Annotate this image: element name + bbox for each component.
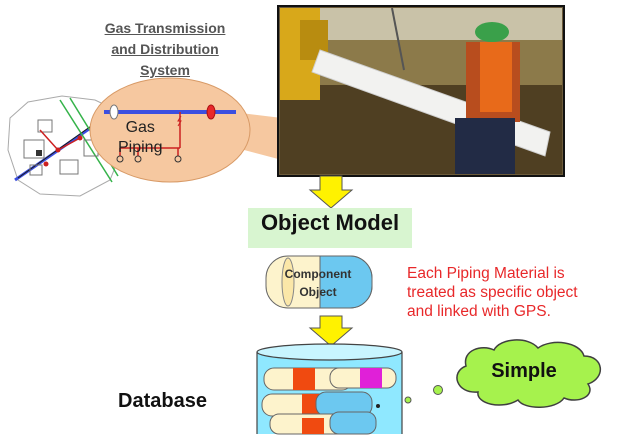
- component-object-line1: Component: [284, 267, 352, 281]
- system-title-line3: System: [140, 62, 190, 78]
- gas-piping-drawing: [104, 104, 236, 163]
- database-cylinder: [256, 343, 403, 435]
- object-model-label: Object Model: [260, 210, 400, 235]
- gas-piping-label-line1: Gas: [125, 119, 155, 136]
- piping-description: Each Piping Material is treated as speci…: [407, 264, 637, 321]
- simple-cloud: [456, 339, 601, 408]
- database-label: Database: [118, 390, 207, 412]
- thought-dot-medium: [433, 385, 443, 395]
- piping-description-line3: and linked with GPS.: [407, 303, 551, 320]
- piping-description-line1: Each Piping Material is: [407, 265, 565, 282]
- pipeline-construction-photo: [277, 5, 565, 177]
- system-title-line2: and Distribution: [111, 41, 219, 57]
- simple-label: Simple: [491, 360, 557, 382]
- arrow-down-2: [308, 315, 354, 347]
- piping-description-line2: treated as specific object: [407, 284, 578, 301]
- gas-piping-label-line2: Piping: [118, 139, 163, 156]
- system-title: Gas Transmission and Distribution System: [70, 18, 260, 81]
- component-object-line2: Object: [299, 285, 337, 299]
- system-title-line1: Gas Transmission: [104, 20, 226, 36]
- component-object-label: Component Object: [270, 265, 366, 301]
- object-model-highlight: [248, 208, 412, 248]
- gas-piping-label: Gas Piping: [118, 118, 162, 158]
- thought-dot-small: [404, 396, 412, 404]
- component-capsule: [265, 255, 373, 309]
- gas-piping-ellipse: [89, 77, 251, 183]
- arrow-down-1: [308, 175, 354, 209]
